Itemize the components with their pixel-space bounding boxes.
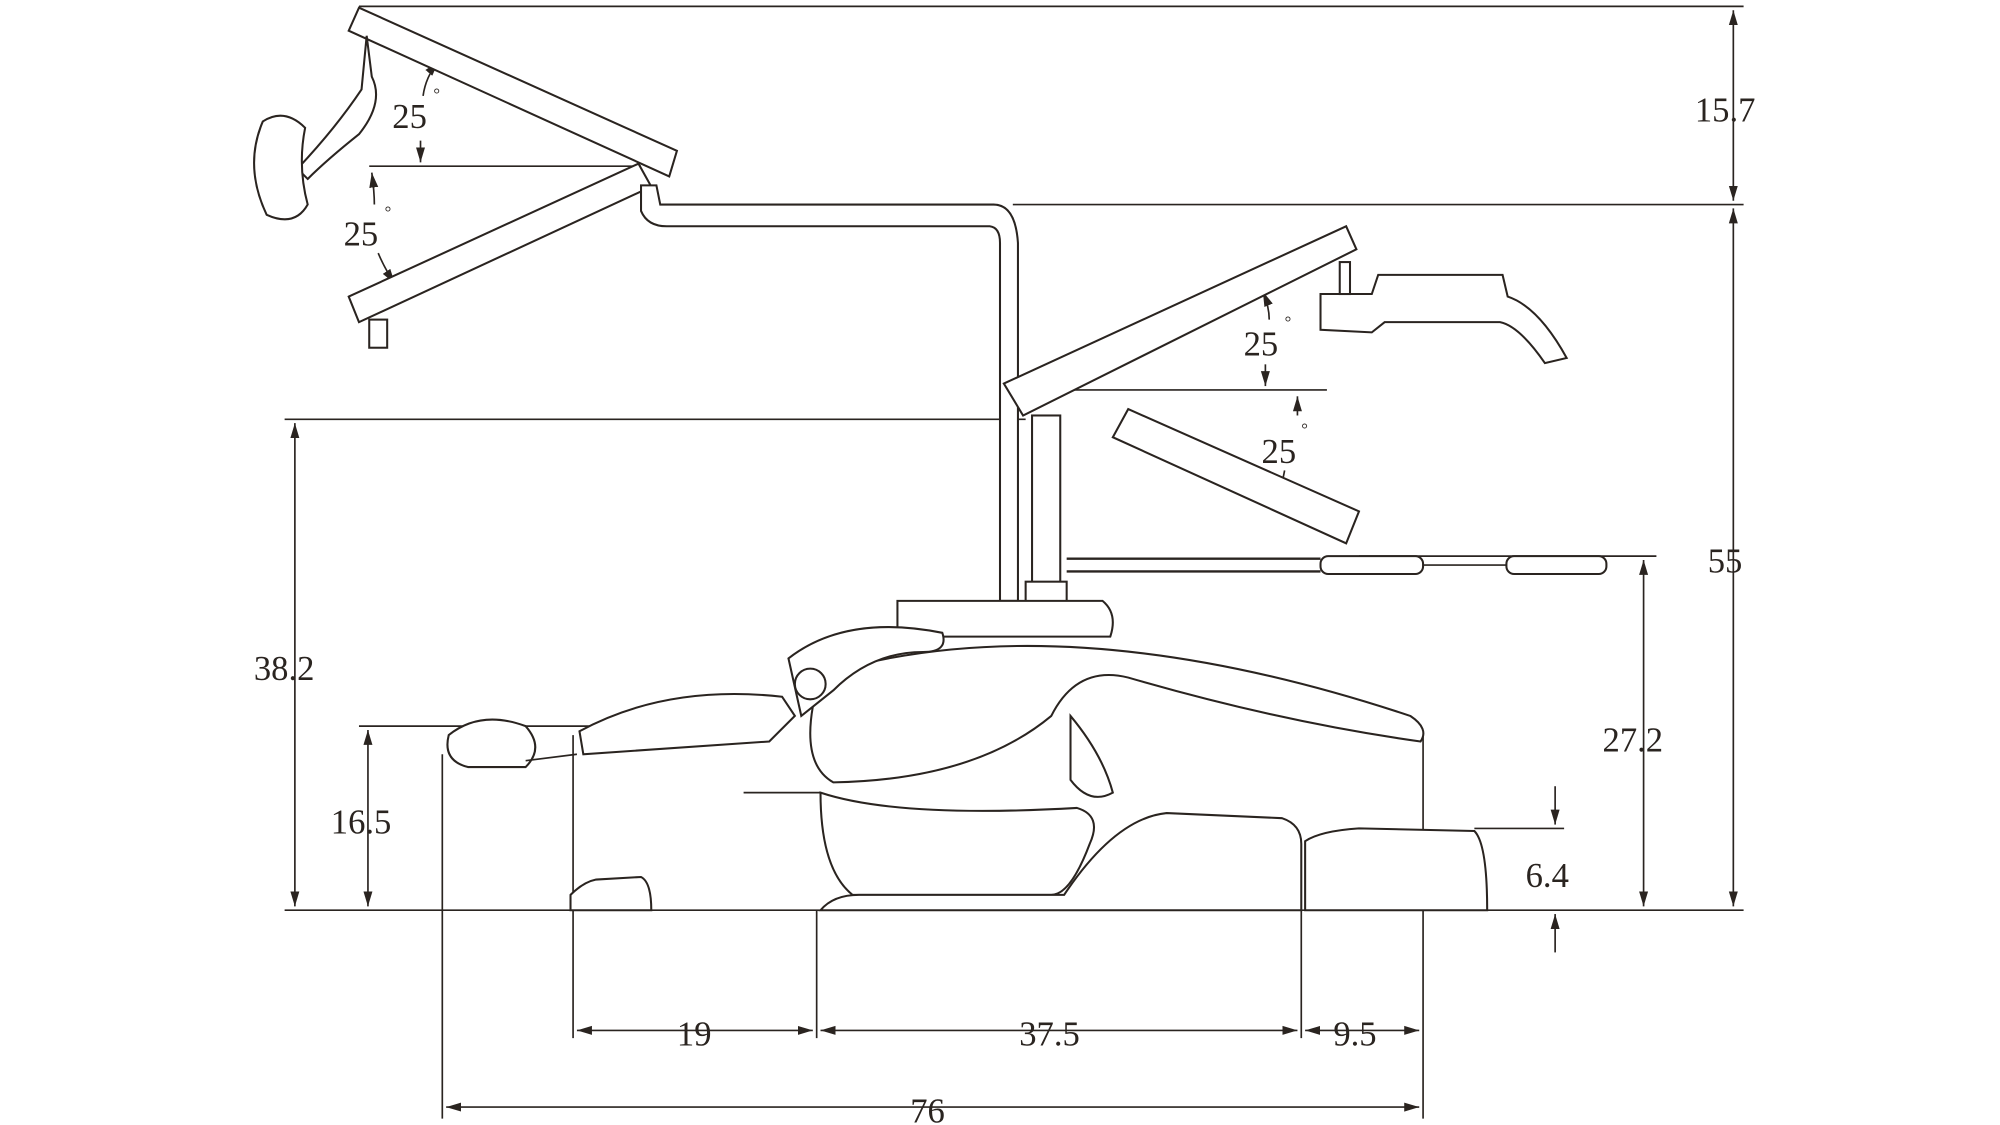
- degree-symbol: °: [1285, 312, 1292, 331]
- label-light-down-angle: 25: [344, 215, 379, 253]
- dimension-labels: 15.7 55 38.2 27.2 16.5 6.4 19 37.5 9.5 7…: [254, 85, 1756, 1125]
- label-light-up-angle: 25: [392, 98, 427, 136]
- label-tray-down-angle: 25: [1262, 433, 1297, 471]
- label-total-height: 55: [1708, 543, 1743, 581]
- dental-chair: [446, 599, 1489, 912]
- delivery-arm: [1002, 224, 1608, 606]
- degree-symbol: °: [385, 202, 392, 221]
- label-instrument-holder-height: 27.2: [1603, 722, 1664, 760]
- label-light-arm-height: 15.7: [1695, 91, 1756, 129]
- label-tray-up-angle: 25: [1244, 325, 1279, 363]
- operating-light: [253, 6, 1019, 602]
- label-delivery-arm-height: 38.2: [254, 650, 315, 688]
- degree-symbol: °: [1301, 420, 1308, 439]
- dimension-arrows: [290, 10, 1738, 1112]
- degree-symbol: °: [433, 85, 440, 104]
- label-headrest-to-base: 19: [677, 1016, 712, 1054]
- label-base-height: 6.4: [1526, 857, 1569, 895]
- label-headrest-height: 16.5: [331, 804, 392, 842]
- label-base-length: 37.5: [1019, 1016, 1080, 1054]
- label-footrest-overhang: 9.5: [1333, 1016, 1376, 1054]
- label-overall-length: 76: [910, 1092, 945, 1125]
